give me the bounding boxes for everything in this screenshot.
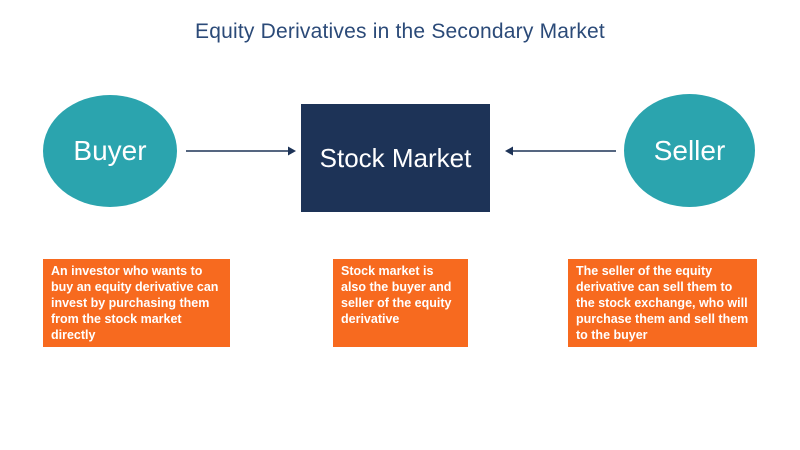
- buyer-description-box: An investor who wants to buy an equity d…: [43, 259, 230, 347]
- buyer-node: Buyer: [43, 95, 177, 207]
- seller-node-label: Seller: [653, 134, 726, 166]
- seller-node: Seller: [624, 94, 755, 207]
- stock-market-description-box: Stock market is also the buyer and selle…: [333, 259, 468, 347]
- seller-description-box: The seller of the equity derivative can …: [568, 259, 757, 347]
- arrow-buyer-to-market-head-icon: [288, 146, 296, 156]
- stock-market-node-label: Stock Market: [319, 142, 472, 173]
- diagram-title: Equity Derivatives in the Secondary Mark…: [195, 20, 605, 43]
- stock-market-node: Stock Market: [301, 104, 490, 212]
- buyer-node-label: Buyer: [73, 135, 147, 166]
- arrow-seller-to-market-head-icon: [505, 146, 513, 156]
